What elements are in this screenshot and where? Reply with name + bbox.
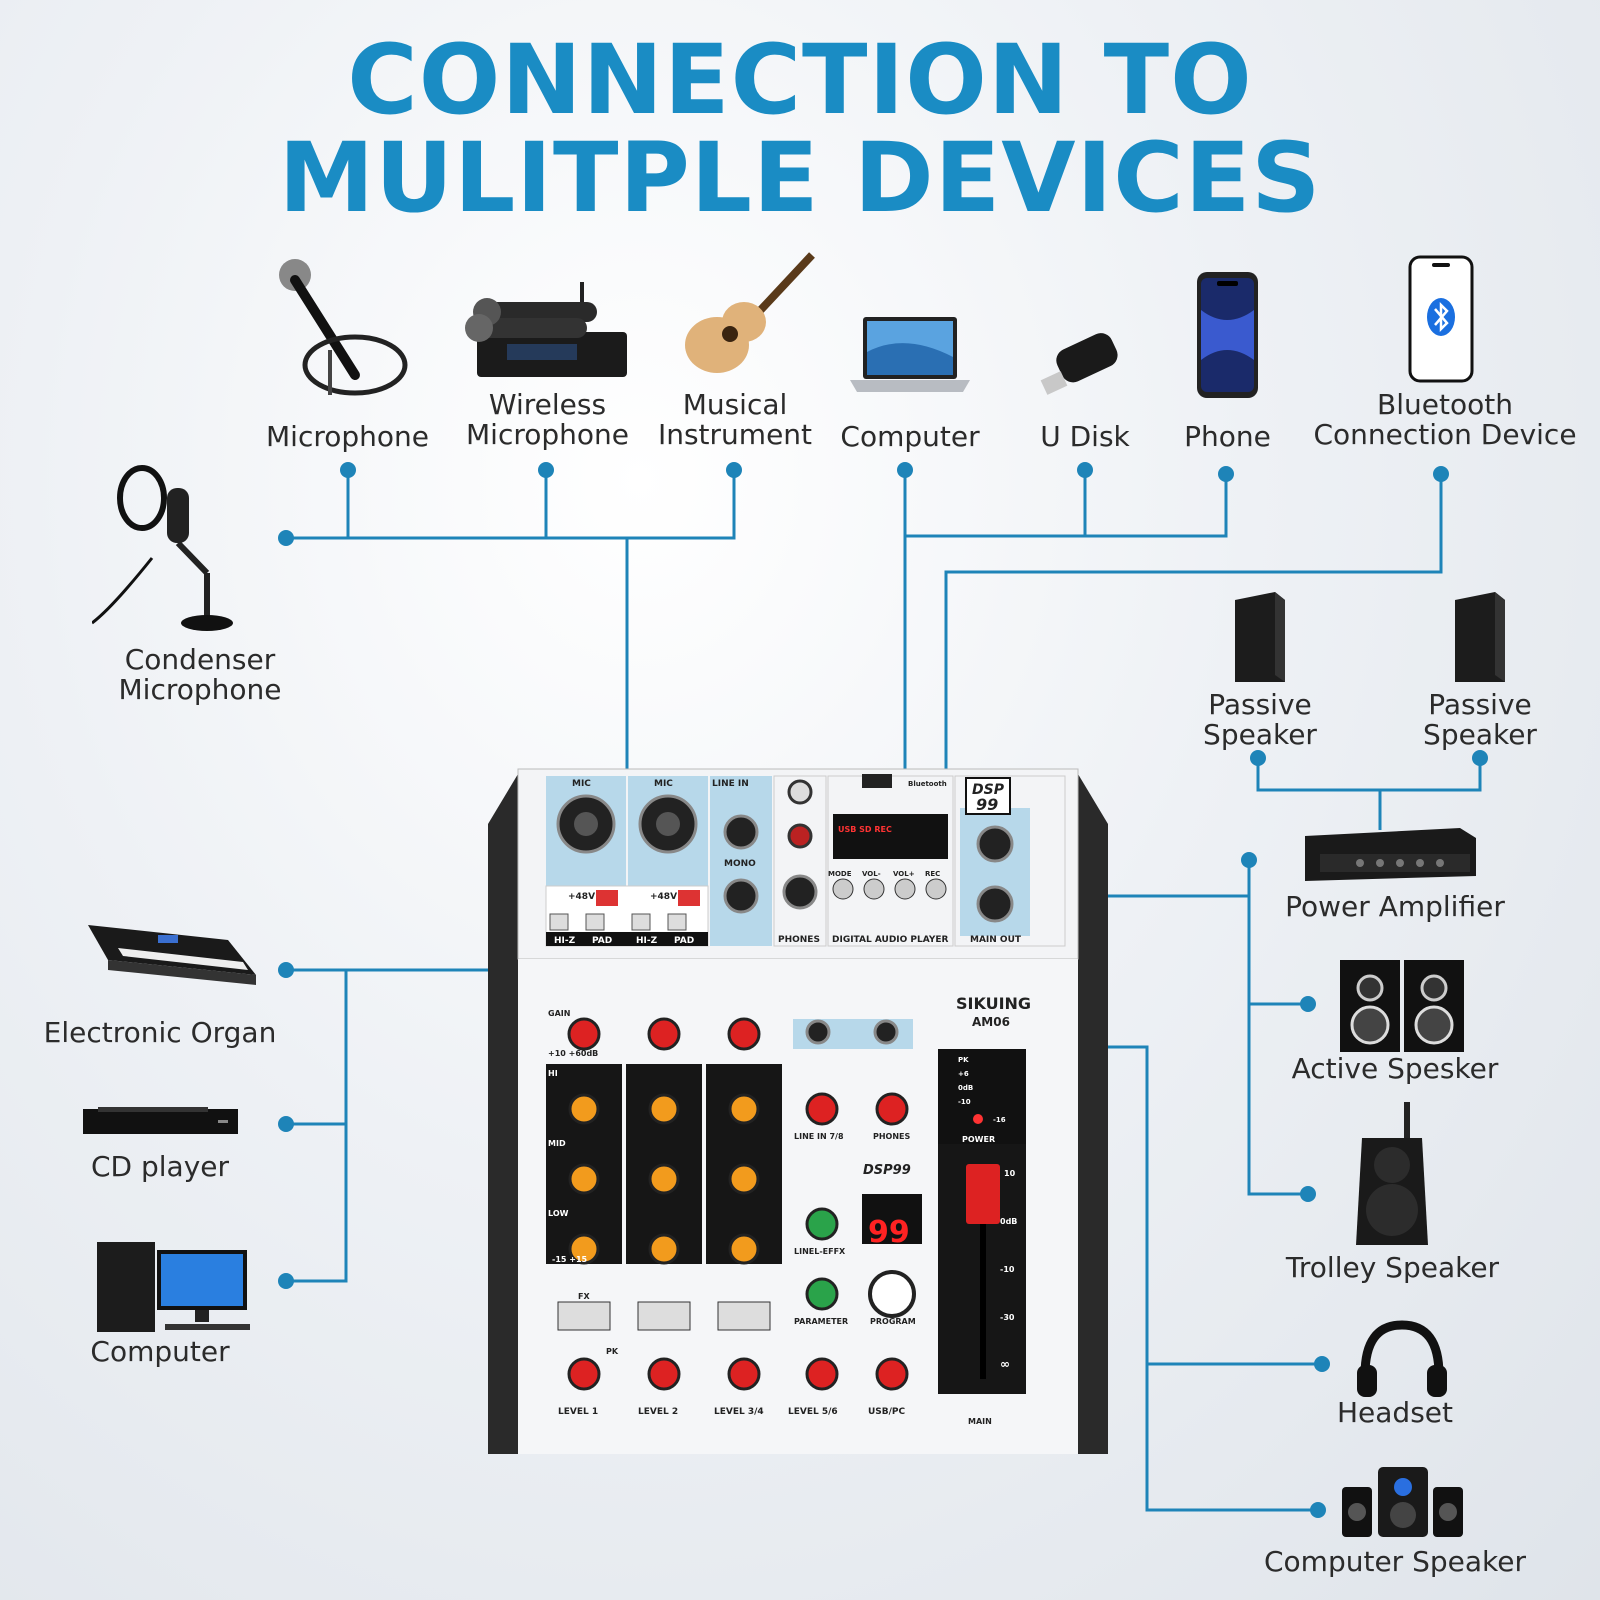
headphones-icon xyxy=(1357,1320,1447,1397)
device-label-microphone: Microphone xyxy=(266,420,429,453)
mixer-player-caption: DIGITAL AUDIO PLAYER xyxy=(832,935,949,945)
mixer-fader-minus10: -10 xyxy=(1000,1265,1015,1274)
mixer-fader-10: 10 xyxy=(1004,1169,1016,1178)
device-label-u-disk: U Disk xyxy=(1040,420,1130,453)
audio-mixer-am06: MIC MIC LINE IN MONO PHONES DIGITAL AUDI… xyxy=(488,768,1108,1454)
mixer-dsp-badge-num: 99 xyxy=(976,795,998,814)
device-label-headset: Headset xyxy=(1336,1396,1453,1429)
smartphone-icon xyxy=(1197,272,1258,398)
condenser-microphone-icon xyxy=(92,465,233,631)
device-label-phone: Phone xyxy=(1184,420,1271,453)
mixer-level-2: LEVEL 2 xyxy=(638,1407,678,1417)
mixer-line-in-label: LINE IN xyxy=(712,779,749,789)
mixer-brand: SIKUING xyxy=(956,994,1031,1013)
mixer-gain-label: GAIN xyxy=(548,1009,570,1018)
mixer-phones-knob-label: PHONES xyxy=(873,1132,911,1141)
mixer-line-in-78: LINE IN 7/8 xyxy=(794,1132,844,1141)
mixer-main-label: MAIN xyxy=(968,1417,992,1426)
mixer-parameter: PARAMETER xyxy=(794,1317,848,1326)
device-label-cd-player: CD player xyxy=(90,1150,230,1183)
mixer-dsp-label: DSP99 xyxy=(863,1163,911,1178)
mixer-meter-0: 0dB xyxy=(958,1084,973,1092)
wireless-microphone-icon xyxy=(465,282,627,377)
laptop-icon xyxy=(850,317,970,392)
bluetooth-phone-icon xyxy=(1408,255,1474,383)
mixer-meter-10: -10 xyxy=(958,1098,971,1106)
page-title-line1: CONNECTION TO xyxy=(347,24,1253,136)
mixer-bluetooth-caption: Bluetooth xyxy=(908,780,947,788)
usb-dongle-icon xyxy=(1040,333,1118,395)
device-label-wireless-microphone: Wireless Microphone xyxy=(466,388,629,451)
keyboard-synth-icon xyxy=(88,925,256,985)
mixer-btn-mode: MODE xyxy=(828,870,852,878)
passive-speaker-icon xyxy=(1455,592,1505,682)
mixer-dsp-badge-top: DSP xyxy=(972,782,1005,798)
mixer-level-34: LEVEL 3/4 xyxy=(714,1407,764,1417)
mixer-level-1: LEVEL 1 xyxy=(558,1407,598,1417)
mixer-fx-label: FX xyxy=(578,1292,590,1301)
device-label-electronic-organ: Electronic Organ xyxy=(43,1016,277,1049)
device-label-bluetooth: Bluetooth Connection Device xyxy=(1313,388,1577,451)
mixer-level-56: LEVEL 5/6 xyxy=(788,1407,838,1417)
mixer-btn-vol-minus: VOL- xyxy=(862,870,881,878)
mixer-pad-1: PAD xyxy=(592,936,612,946)
mixer-power-label: POWER xyxy=(962,1135,995,1144)
mixer-meter-pk: PK xyxy=(958,1056,969,1064)
device-label-musical-instrument: Musical Instrument xyxy=(657,388,813,451)
mixer-mic2-label: MIC xyxy=(654,779,673,789)
mixer-btn-rec: REC xyxy=(925,870,940,878)
mixer-eq-hi: HI xyxy=(548,1069,558,1078)
power-amplifier-icon xyxy=(1305,828,1476,881)
mixer-mono-label: MONO xyxy=(724,859,756,869)
mixer-eq-low: LOW xyxy=(548,1209,569,1218)
mixer-hiz-1: HI-Z xyxy=(554,936,576,946)
device-label-passive-speaker-right: Passive Speaker xyxy=(1423,688,1537,751)
mixer-eq-range: -15 +15 xyxy=(552,1255,588,1264)
passive-speaker-icon xyxy=(1235,592,1285,682)
computer-speakers-icon xyxy=(1342,1467,1463,1537)
mixer-fader-minus30: -30 xyxy=(1000,1313,1015,1322)
mixer-program: PROGRAM xyxy=(870,1317,916,1326)
mixer-gain-range: +10 +60dB xyxy=(548,1049,598,1058)
mixer-fader-inf: ∞ xyxy=(1000,1357,1010,1371)
device-label-computer-speaker: Computer Speaker xyxy=(1264,1545,1526,1578)
mixer-eq-mid: MID xyxy=(548,1139,566,1148)
mixer-meter-6: +6 xyxy=(958,1070,969,1078)
mixer-main-out-label: MAIN OUT xyxy=(970,935,1022,945)
mixer-btn-vol-plus: VOL+ xyxy=(893,870,915,878)
device-label-active-speaker: Active Spesker xyxy=(1291,1052,1499,1085)
mixer-meter-16: -16 xyxy=(993,1116,1006,1124)
cd-player-icon xyxy=(83,1107,238,1134)
mixer-model: AM06 xyxy=(972,1015,1010,1029)
device-label-condenser-microphone: Condenser Microphone xyxy=(118,643,282,706)
mixer-phones-label: PHONES xyxy=(778,935,820,945)
mixer-mic1-label: MIC xyxy=(572,779,591,789)
desktop-computer-icon xyxy=(97,1242,250,1332)
mixer-usb-pc: USB/PC xyxy=(868,1407,906,1417)
device-label-desktop-computer: Computer xyxy=(90,1335,230,1368)
device-label-computer: Computer xyxy=(840,420,980,453)
mixer-pad-2: PAD xyxy=(674,936,694,946)
mixer-hiz-2: HI-Z xyxy=(636,936,658,946)
handheld-microphone-icon xyxy=(279,259,408,396)
mixer-phantom-2: +48V xyxy=(650,892,677,902)
acoustic-guitar-icon xyxy=(685,252,815,373)
active-speakers-icon xyxy=(1340,960,1464,1052)
mixer-effect-display: 99 xyxy=(868,1215,910,1250)
mixer-phantom-1: +48V xyxy=(568,892,595,902)
trolley-speaker-icon xyxy=(1356,1102,1428,1245)
mixer-player-lcd: USB SD REC xyxy=(838,825,892,834)
page-title-line2: MULITPLE DEVICES xyxy=(278,122,1322,234)
device-label-power-amplifier: Power Amplifier xyxy=(1285,890,1505,923)
mixer-line-effx: LINEL-EFFX xyxy=(794,1247,846,1256)
mixer-pk-label: PK xyxy=(606,1347,619,1356)
mixer-fader-0db: 0dB xyxy=(1000,1217,1017,1226)
device-label-passive-speaker-left: Passive Speaker xyxy=(1203,688,1317,751)
device-label-trolley-speaker: Trolley Speaker xyxy=(1285,1251,1500,1284)
